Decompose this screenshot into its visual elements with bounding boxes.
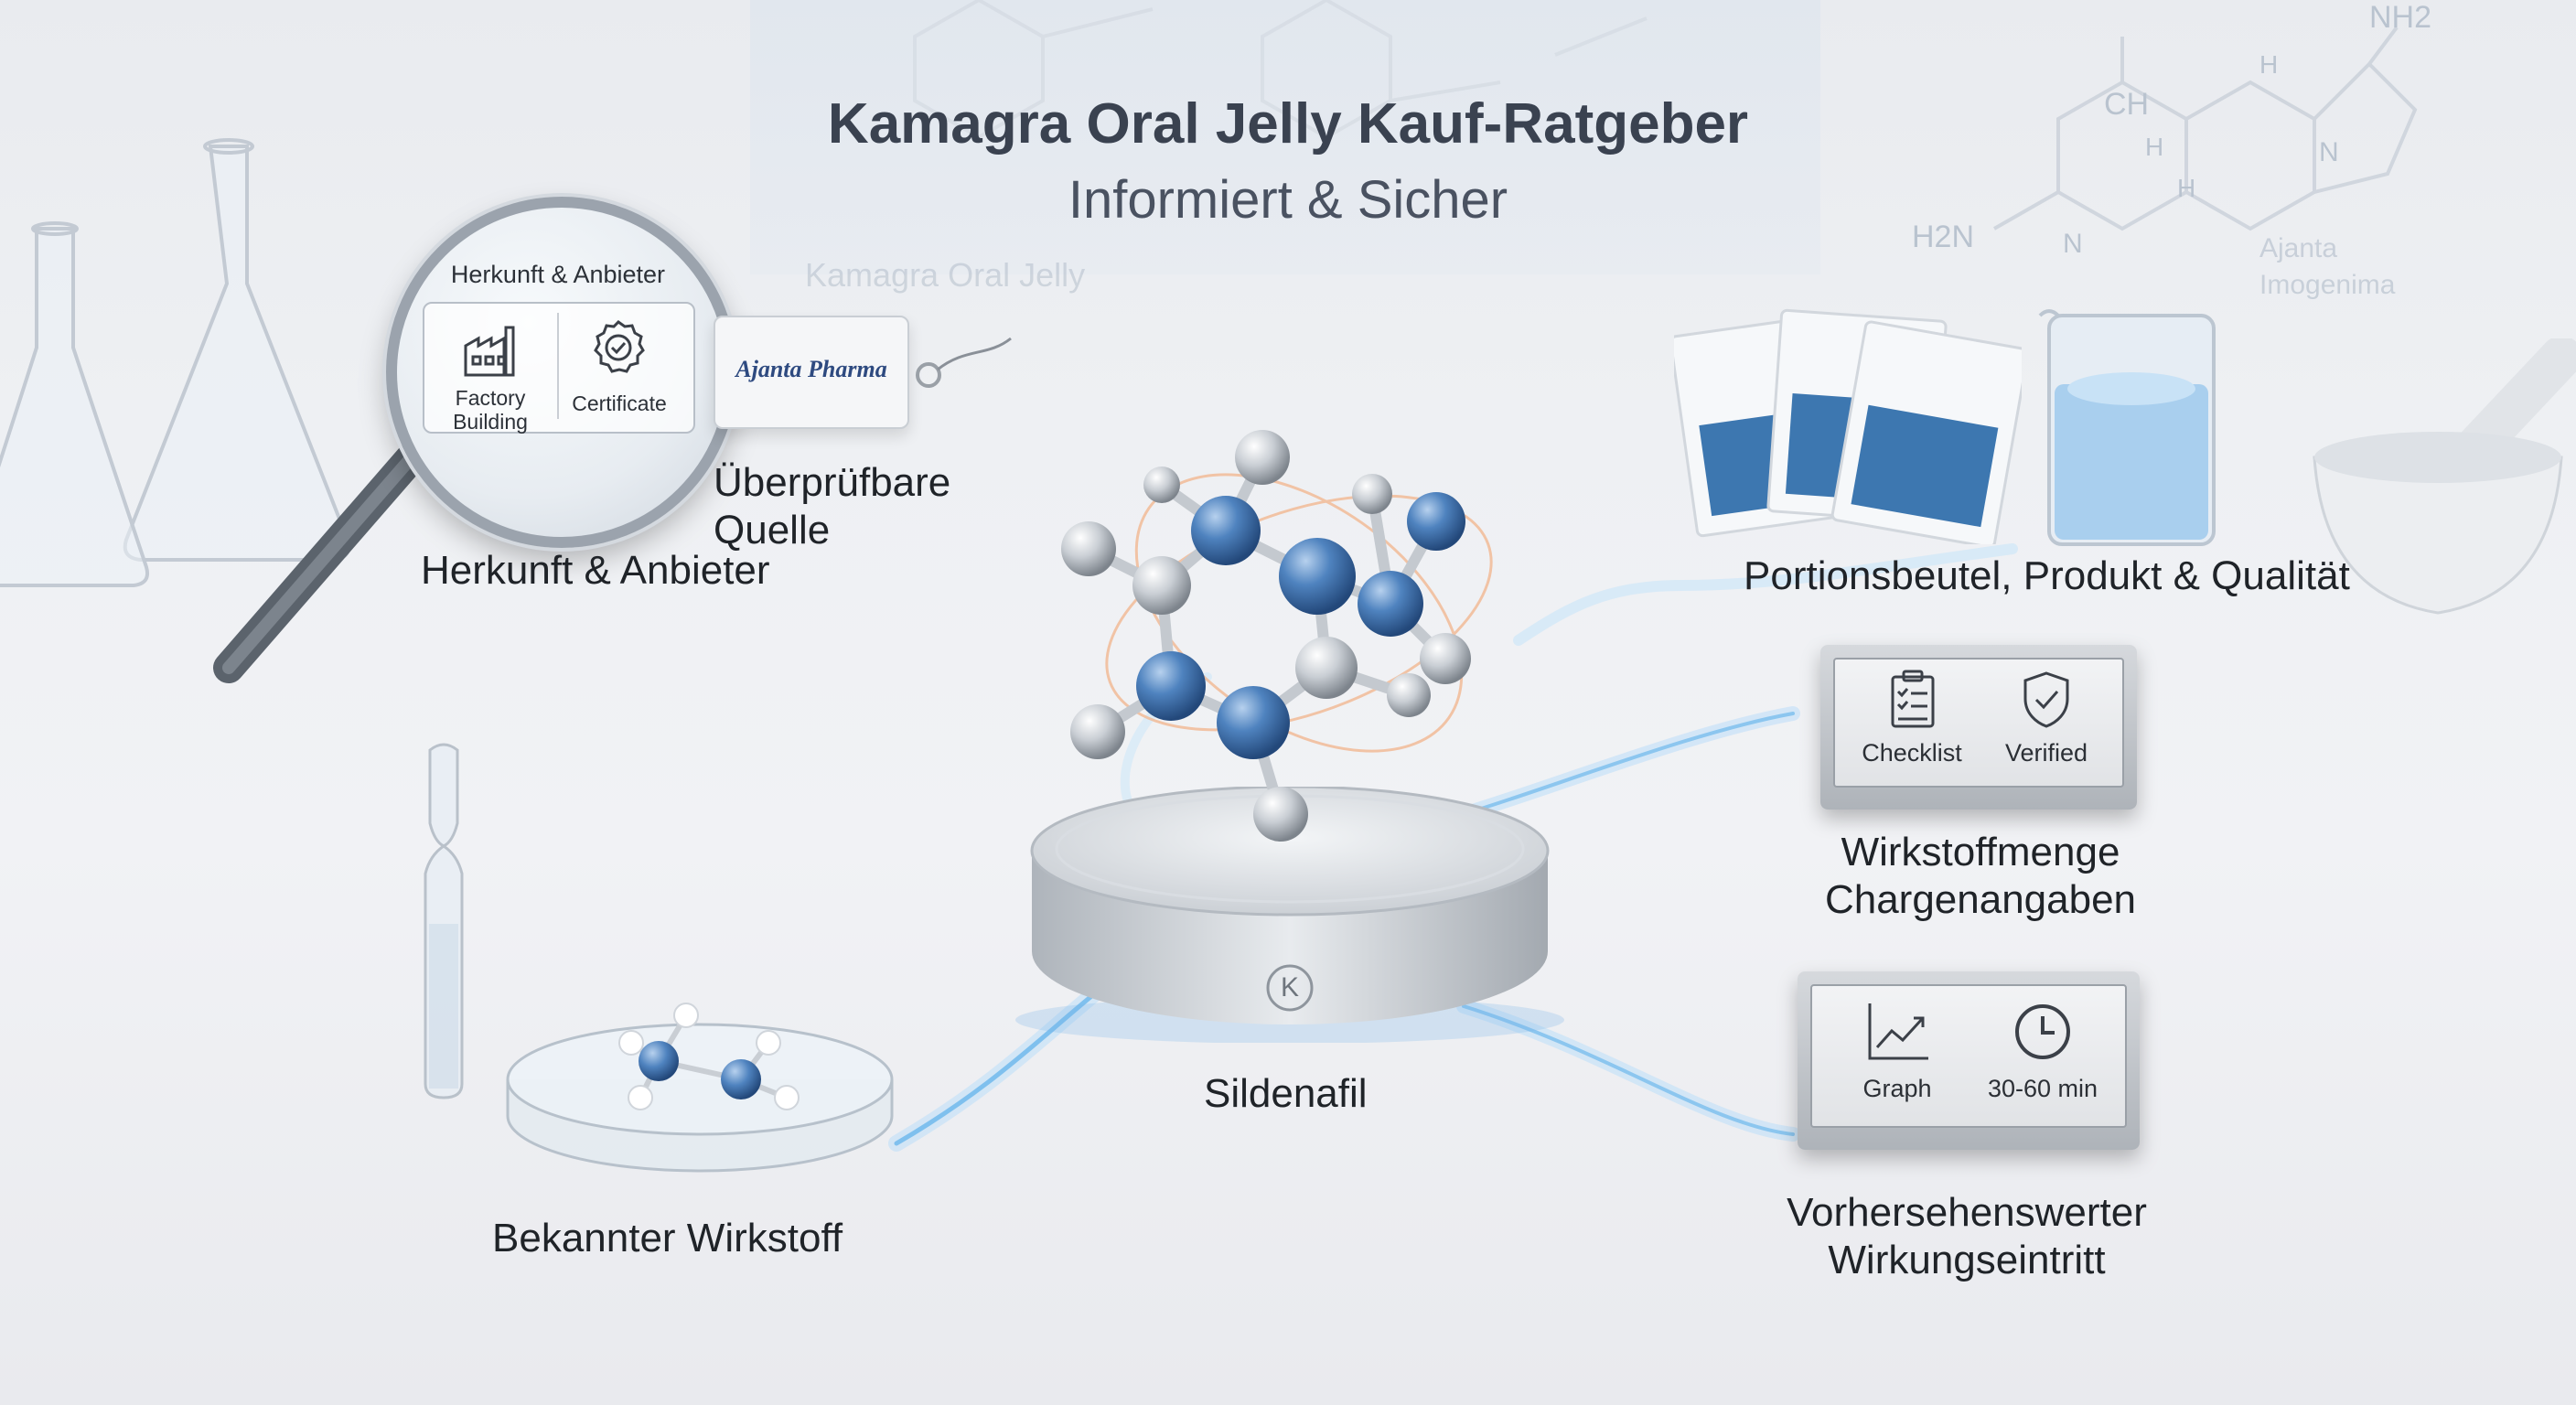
chem-label: CH [2104, 87, 2150, 122]
plaque-checklist [1820, 645, 2137, 810]
label-known: Bekannter Wirkstoff [492, 1216, 843, 1260]
magnifier-handle [213, 442, 427, 683]
factory-icon [464, 326, 515, 377]
magnifier-card [423, 302, 695, 434]
chem-label: NH2 [2369, 0, 2432, 35]
label-center: Sildenafil [1204, 1071, 1368, 1116]
graph-icon [1868, 1003, 1928, 1060]
page-title: Kamagra Oral Jelly Kauf-Ratgeber [827, 92, 1749, 156]
tag-string [916, 337, 1012, 388]
magnifier-divider [557, 313, 559, 419]
sildenafil-molecule [1061, 430, 1493, 842]
ampoule-illustration [424, 743, 464, 1099]
petri-dish-illustration [506, 1003, 894, 1173]
shield-check-icon [2023, 671, 2069, 728]
faded-background-text-2: Ajanta [2259, 233, 2338, 263]
clock-icon [2015, 1004, 2070, 1059]
chem-label: H [2145, 133, 2164, 161]
plaque-graph [1798, 971, 2140, 1150]
chemical-structure-top [913, 0, 1648, 140]
plaque-checklist-label: Checklist [1862, 739, 1962, 767]
chem-label: H2N [1912, 220, 1975, 254]
faded-background-text-3: Imogenima [2259, 270, 2396, 300]
sachets-illustration [1674, 308, 2022, 544]
pedestal-logo: K [1280, 972, 1299, 1003]
chem-label: H [2259, 50, 2279, 79]
beaker-illustration [2038, 309, 2216, 546]
page-subtitle: Informiert & Sicher [1068, 170, 1508, 230]
certificate-icon [594, 320, 645, 373]
mortar-pestle-illustration [2313, 338, 2576, 615]
brand-tag: Ajanta Pharma [714, 316, 909, 429]
magnifier-heading: Herkunft & Anbieter [450, 261, 666, 288]
plaque-verified-label: Verified [2004, 739, 2088, 767]
checklist-icon [1891, 670, 1935, 728]
brand-tag-text: Ajanta Pharma [735, 356, 887, 382]
chem-label: N [2063, 229, 2083, 259]
plaque-time-label: 30-60 min [1987, 1075, 2098, 1102]
certificate-label: Certificate [572, 391, 667, 415]
chem-label: N [2319, 137, 2339, 167]
faded-background-text: Kamagra Oral Jelly [805, 256, 1086, 294]
plaque-graph-label: Graph [1862, 1075, 1932, 1102]
chem-label: H [2177, 174, 2196, 202]
glow-lines [888, 543, 2018, 1152]
chemical-structure-right [1993, 26, 2418, 231]
pedestal [1015, 787, 1564, 1043]
background-panel [750, 0, 1820, 274]
label-sachets: Portionsbeutel, Produkt & Qualität [1744, 553, 2350, 598]
label-origin: Herkunft & Anbieter [421, 548, 770, 593]
